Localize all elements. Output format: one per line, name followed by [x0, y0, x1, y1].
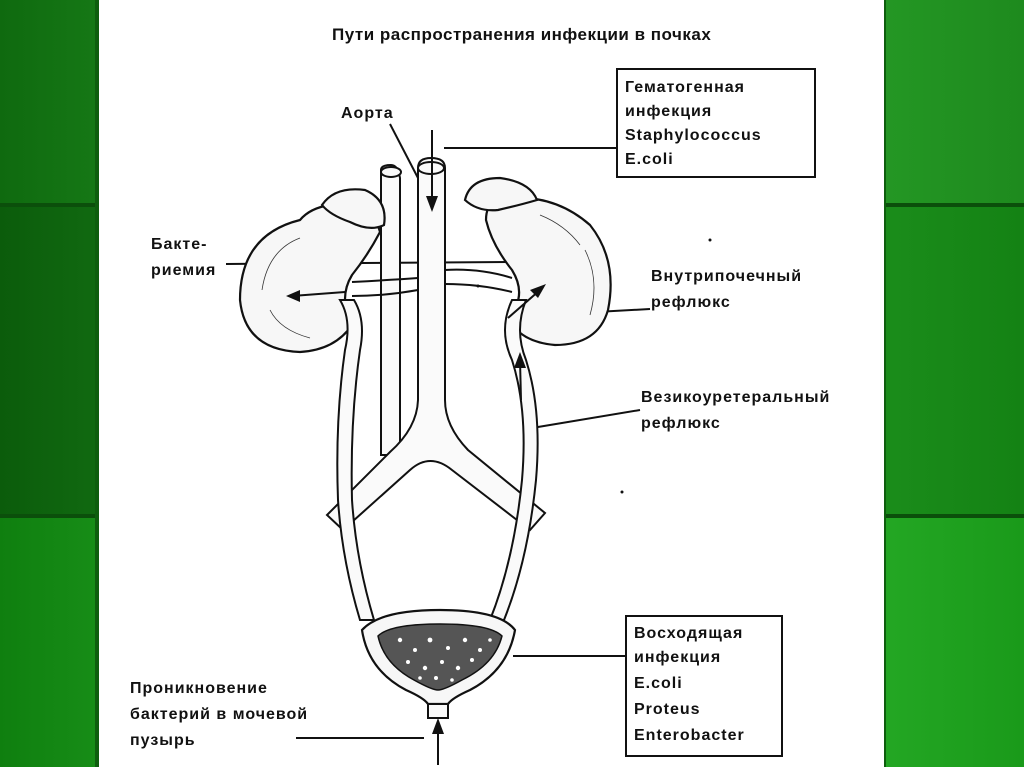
- scan-artifact: [621, 491, 624, 494]
- scan-artifact: [709, 239, 712, 242]
- scan-artifact: [477, 285, 480, 288]
- intrarenal-label-1: Внутрипочечный: [651, 268, 802, 285]
- bacteremia-label-1: Бакте-: [151, 236, 207, 253]
- ascending-line-2: инфекция: [634, 649, 721, 666]
- bacteremia-label-2: риемия: [151, 262, 216, 279]
- vesicoureteral-label-1: Везикоуретеральный: [641, 389, 830, 406]
- vena-cava-opening: [381, 167, 401, 177]
- vesicoureteral-pointer: [532, 410, 640, 428]
- aorta-label: Аорта: [341, 105, 394, 122]
- left-ureter: [337, 300, 374, 620]
- ascending-line-4: Proteus: [634, 701, 701, 718]
- hematogenous-line-4: E.coli: [625, 151, 674, 168]
- penetration-label-2: бактерий в мочевой: [130, 706, 308, 723]
- right-renal-vessel: [445, 270, 512, 278]
- hematogenous-line-2: инфекция: [625, 103, 712, 120]
- penetration-label-1: Проникновение: [130, 680, 268, 697]
- hematogenous-line-3: Staphylococcus: [625, 127, 762, 144]
- ascending-line-5: Enterobacter: [634, 727, 745, 744]
- penetration-label-3: пузырь: [130, 732, 196, 749]
- right-ureter: [490, 300, 538, 620]
- intrarenal-label-2: рефлюкс: [651, 294, 731, 311]
- ascending-arrowhead: [432, 718, 444, 734]
- urethra: [428, 704, 448, 718]
- hematogenous-line-1: Гематогенная: [625, 79, 745, 96]
- diagram-title: Пути распространения инфекции в почках: [332, 25, 711, 44]
- vesicoureteral-label-2: рефлюкс: [641, 415, 721, 432]
- ascending-line-1: Восходящая: [634, 625, 743, 642]
- ascending-line-3: E.coli: [634, 675, 683, 692]
